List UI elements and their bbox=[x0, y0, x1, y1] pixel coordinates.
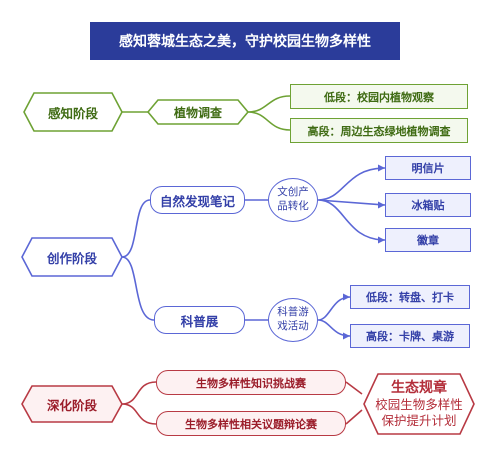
leaf-fridge-magnet: 冰箱贴 bbox=[385, 193, 471, 217]
hub-creative-products: 文创产品转化 bbox=[268, 178, 318, 222]
stage3-hexagon bbox=[21, 385, 123, 423]
stage1-sub-label: 植物调查 bbox=[173, 105, 222, 120]
connector-stage3-to-items bbox=[121, 381, 157, 425]
stage2-label: 创作阶段 bbox=[46, 250, 97, 266]
sub-hexagon bbox=[146, 99, 250, 125]
stage2-hexagon bbox=[21, 237, 123, 277]
leaf-games-low: 低段：转盘、打卡 bbox=[350, 285, 470, 309]
goal-line2: 校园生物多样性 bbox=[375, 397, 463, 413]
leaf-badge: 徽章 bbox=[385, 228, 471, 252]
connector-hub1-to-leaves bbox=[317, 167, 386, 241]
connector-hub2-to-leaves bbox=[317, 296, 351, 337]
branch-science-exhibit: 科普展 bbox=[154, 306, 245, 334]
stage1-hexagon bbox=[23, 92, 123, 132]
stage1-leaf-high: 高段：周边生态绿地植物调查 bbox=[290, 118, 468, 143]
stage1-label: 感知阶段 bbox=[47, 105, 98, 121]
leaf-games-high: 高段：卡牌、桌游 bbox=[350, 324, 470, 348]
goal-line3: 保护提升计划 bbox=[381, 412, 457, 428]
connector-items-to-goal bbox=[345, 381, 363, 425]
branch-nature-notes: 自然发现笔记 bbox=[150, 186, 245, 214]
stage3-label: 深化阶段 bbox=[46, 397, 97, 413]
leaf-postcard: 明信片 bbox=[385, 156, 471, 180]
page-title: 感知蓉城生态之美，守护校园生物多样性 bbox=[90, 22, 400, 60]
goal-hexagon bbox=[363, 373, 475, 435]
hub-science-games: 科普游戏活动 bbox=[268, 298, 318, 342]
stage1-leaf-low: 低段：校园内植物观察 bbox=[290, 84, 468, 109]
connector-sub-to-leaves bbox=[247, 95, 291, 131]
item-knowledge-challenge: 生物多样性知识挑战赛 bbox=[156, 370, 346, 395]
connector-stage2-to-branches bbox=[121, 199, 155, 321]
goal-line1: 生态规章 bbox=[391, 379, 447, 396]
goal-block: 生态规章 校园生物多样性 保护提升计划 bbox=[364, 374, 474, 434]
item-debate: 生物多样性相关议题辩论赛 bbox=[156, 411, 346, 436]
